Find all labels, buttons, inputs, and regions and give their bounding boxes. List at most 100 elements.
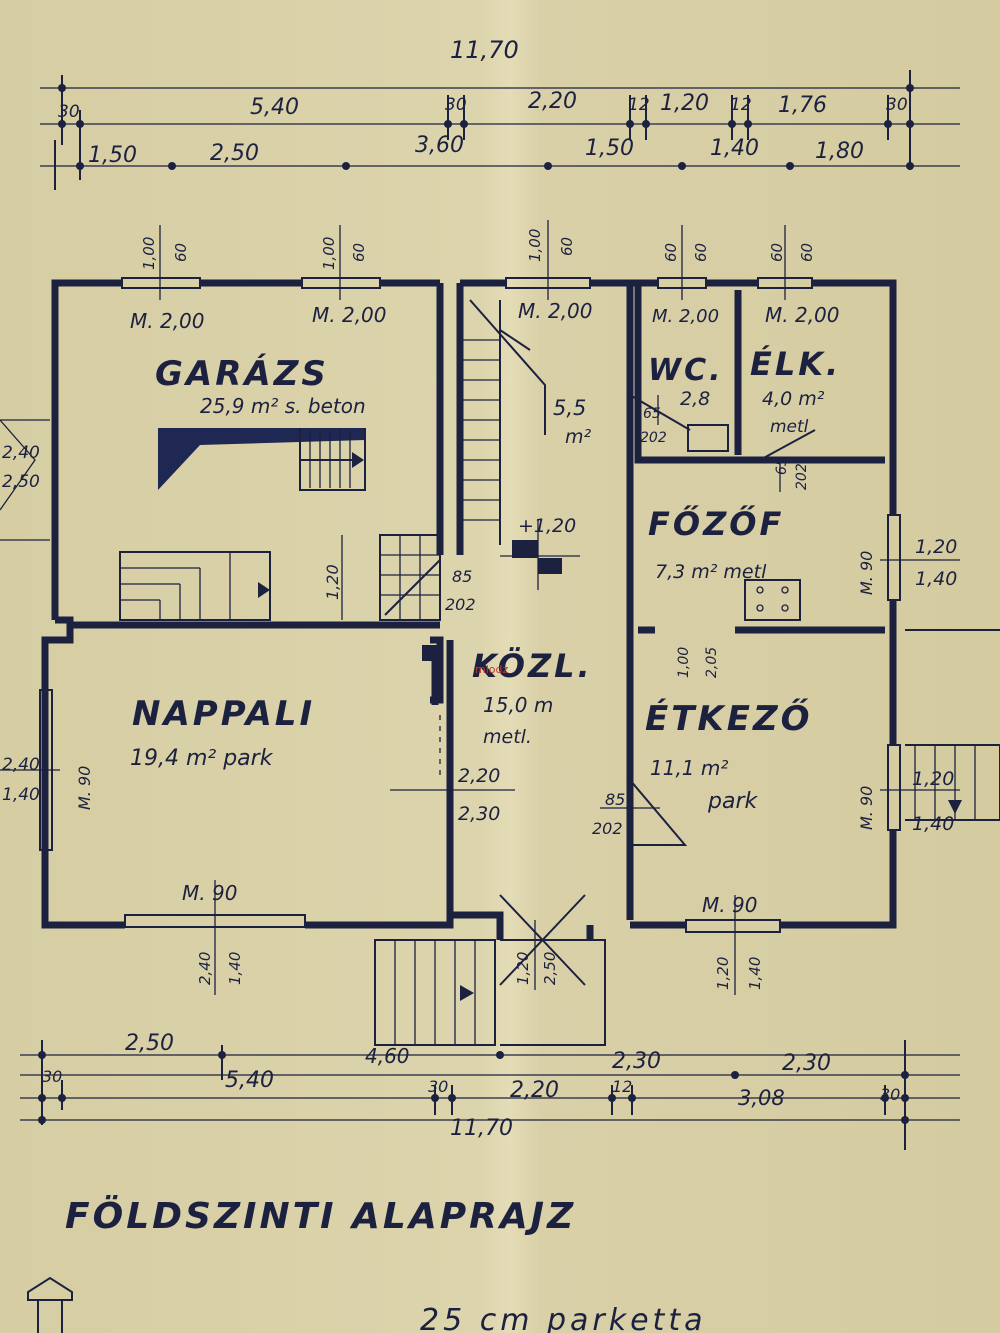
room-pantry-area: 4,0 m²: [762, 388, 825, 410]
win-kitchen-right-m: M. 90: [857, 551, 876, 595]
win-dining-bottom-m: M. 90: [702, 893, 757, 917]
room-hall-name: KÖZL.: [472, 647, 593, 685]
door-a-w: 85: [452, 567, 472, 586]
dim-top-r2-2: 3,60: [415, 133, 464, 158]
exterior-walls: [41, 279, 897, 940]
interior-walls: [70, 283, 885, 920]
win-garage-tr-m: M. 2,00: [312, 303, 387, 327]
dim-bot-r2-6: 30: [880, 1085, 900, 1104]
door-a-h: 202: [445, 595, 476, 614]
win-living-bottom-1: 1,40: [226, 952, 244, 985]
dim-top-r2-0: 1,50: [88, 143, 137, 168]
room-garage-name: GARÁZS: [155, 353, 329, 394]
door-elk-h: 202: [794, 463, 810, 490]
dim-bot-total: 11,70: [450, 1116, 513, 1141]
room-garage-area: 25,9 m² s. beton: [200, 394, 366, 418]
room-stair-unit: m²: [565, 426, 592, 448]
room-kitchen-name: FŐZŐF: [648, 504, 784, 543]
room-pantry-name: ÉLK.: [750, 345, 841, 383]
dim-bot-r2-2: 30: [428, 1077, 448, 1096]
win-wc-h: 60: [662, 243, 680, 262]
window-labels: 1,00 60 M. 2,00 1,00 60 M. 2,00 1,00 60 …: [2, 229, 957, 990]
dim-top-total: 11,70: [450, 36, 519, 64]
dim-bot-r2-3: 2,20: [510, 1078, 559, 1103]
plan-title: FÖLDSZINTI ALAPRAJZ 25 cm parketta: [27, 1195, 706, 1333]
win-dining-right-1: 1,40: [912, 813, 954, 835]
win-dining-right-m: M. 90: [857, 786, 876, 830]
window-tick-lines: [0, 220, 960, 995]
win-dining-right-0: 1,20: [912, 768, 954, 790]
win-entry-1: 2,50: [541, 952, 559, 985]
dim-top-r2-3: 1,50: [585, 136, 634, 161]
dim-bot-r1-1: 4,60: [365, 1044, 410, 1068]
win-kitchen-right-1: 1,40: [915, 568, 957, 590]
bottom-dimension-texts: 2,50 4,60 2,30 2,30 30 5,40 30 2,20 12 3…: [42, 1031, 900, 1141]
watermark-text: mlodz: [475, 663, 508, 676]
dim-top-r1-5: 1,20: [660, 91, 709, 116]
win-wc-w: 60: [692, 243, 710, 262]
win-dining-bottom-1: 1,40: [746, 957, 764, 990]
win-stair-m: M. 2,00: [518, 299, 593, 323]
bottom-note: 25 cm parketta: [420, 1303, 706, 1333]
dim-top-r1-1: 5,40: [250, 95, 299, 120]
hall-opening-1: 2,30: [458, 803, 500, 825]
dim-bot-r1-2: 2,30: [612, 1049, 661, 1074]
dim-top-r1-6: 12: [730, 95, 752, 115]
dim-top-r1-2: 30: [445, 95, 467, 115]
win-garage-tl-m: M. 2,00: [130, 309, 205, 333]
win-pantry-w: 60: [798, 243, 816, 262]
door-wc-h: 202: [640, 430, 667, 446]
entrance-steps: [374, 894, 606, 1046]
door-elk-w: 65: [774, 457, 790, 475]
dim-top-r1-7: 1,76: [778, 93, 827, 118]
hall-opening-0: 2,20: [458, 765, 500, 787]
room-labels: GARÁZS 25,9 m² s. beton 5,5 m² WC. 2,8 É…: [130, 345, 841, 814]
door-wc-w: 65: [643, 406, 661, 422]
dim-top-r1-0: 30: [58, 102, 80, 122]
win-living-left-1: 1,40: [2, 785, 40, 805]
room-pantry-floor: metl: [770, 417, 809, 437]
room-stair-area: 5,5: [553, 396, 586, 420]
room-living-area: 19,4 m² park: [130, 746, 274, 771]
win-living-left-m: M. 90: [75, 766, 94, 810]
win-dining-bottom-0: 1,20: [714, 957, 732, 990]
dim-bot-r1-0: 2,50: [125, 1031, 174, 1056]
door-b-w: 85: [605, 790, 625, 809]
room-dining-name: ÉTKEZŐ: [645, 698, 813, 739]
room-kitchen-area: 7,3 m² metl: [655, 561, 767, 583]
win-garage-tl-w: 60: [172, 243, 190, 262]
room-living-name: NAPPALI: [132, 694, 315, 734]
door-labels: +1,20 1,20 85 202 85 202 65 202 65 202 1…: [323, 406, 810, 838]
win-garage-left-1: 2,50: [2, 472, 40, 492]
win-garage-tr-w: 60: [350, 243, 368, 262]
room-wc-name: WC.: [648, 353, 724, 388]
dim-bot-r2-5: 3,08: [738, 1086, 785, 1110]
dim-bot-r2-1: 5,40: [225, 1068, 274, 1093]
room-dining-area: 11,1 m²: [650, 756, 728, 780]
win-garage-left-0: 2,40: [2, 443, 40, 463]
stair-hall-stairs: [461, 299, 546, 545]
win-entry-0: 1,20: [514, 952, 532, 985]
dim-bot-r2-0: 30: [42, 1067, 62, 1086]
dim-top-r1-8: 30: [886, 95, 908, 115]
door-kitchen-h: 2,05: [704, 647, 720, 678]
room-hall-area: 15,0 m: [483, 693, 553, 717]
garage-ramp: [158, 428, 366, 491]
win-garage-tl-h: 1,00: [140, 237, 158, 270]
dim-top-r1-4: 12: [628, 95, 650, 115]
win-living-bottom-0: 2,40: [196, 952, 214, 985]
door-b-h: 202: [592, 819, 623, 838]
bottom-dimension-lines: [20, 1040, 960, 1150]
door-swings: [341, 394, 816, 846]
room-hall-floor: metl.: [483, 726, 532, 748]
room-wc-area: 2,8: [680, 388, 710, 410]
win-garage-tr-h: 1,00: [320, 237, 338, 270]
cellar-stairs: [119, 534, 441, 621]
win-living-left-0: 2,40: [2, 755, 40, 775]
top-dimension-lines: [40, 70, 960, 190]
win-living-bottom-m: M. 90: [182, 881, 237, 905]
dim-bot-r2-4: 12: [612, 1077, 632, 1096]
win-kitchen-right-0: 1,20: [915, 536, 957, 558]
win-stair-w: 60: [558, 237, 576, 256]
